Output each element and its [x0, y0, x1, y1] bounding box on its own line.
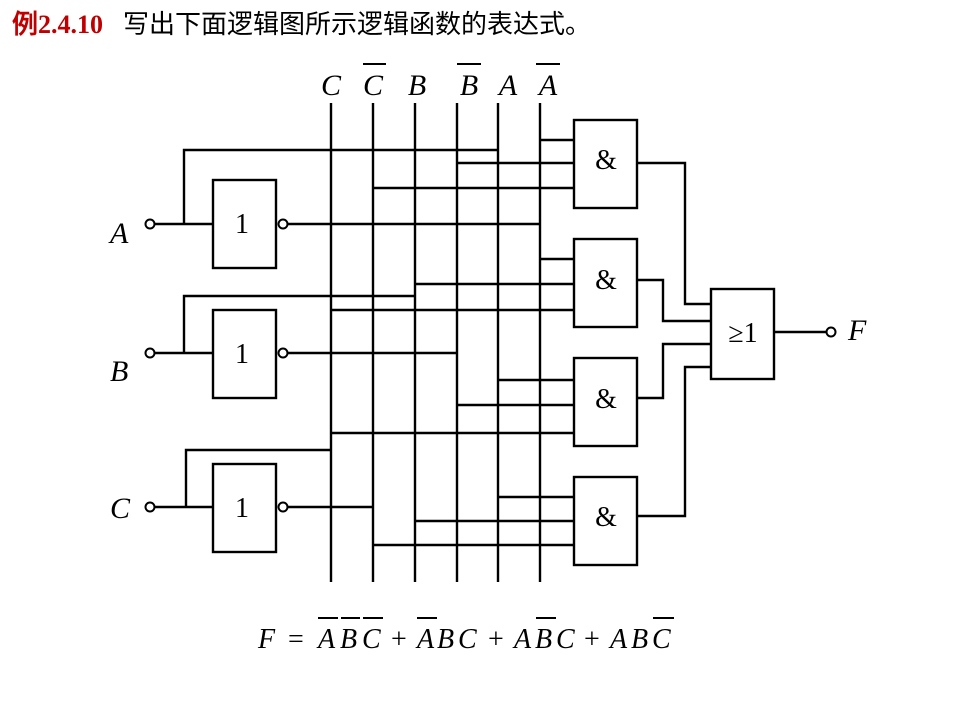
and-gate-4-symbol: & — [595, 502, 617, 533]
not-a-bubble — [277, 218, 289, 230]
not-c-bubble — [277, 501, 289, 513]
not-b-bubble — [277, 347, 289, 359]
term2-var: C — [458, 624, 477, 655]
rail-label: A — [497, 69, 518, 102]
term1-var: A — [316, 624, 336, 655]
term3-var: A — [512, 624, 532, 655]
and1-to-or — [637, 161, 711, 306]
term4-var: C — [652, 624, 671, 655]
formula-equals: = — [288, 624, 304, 655]
rail-label: A — [537, 69, 558, 102]
wire-b — [182, 294, 415, 353]
formula-lhs: F — [257, 624, 276, 655]
term4-var: B — [631, 624, 648, 655]
formula-plus: + — [584, 624, 600, 655]
term3-var: C — [556, 624, 575, 655]
term4-var: A — [608, 624, 628, 655]
and-gate-3 — [572, 356, 639, 448]
not-gate-c-symbol: 1 — [235, 493, 249, 524]
wire-c — [184, 448, 331, 507]
input-label-c: C — [110, 492, 131, 525]
term2-var: A — [415, 624, 435, 655]
not-gate-a-symbol: 1 — [235, 209, 249, 240]
term1-var: C — [362, 624, 381, 655]
and3-to-or — [637, 342, 711, 400]
input-a-terminal — [144, 218, 156, 230]
rail-label: C — [363, 69, 384, 102]
input-b-terminal — [144, 347, 156, 359]
rail-labels: C C B B A A — [321, 63, 560, 102]
input-c-terminal — [144, 501, 156, 513]
term3-var: B — [535, 624, 552, 655]
and-gate-3-symbol: & — [595, 384, 617, 415]
term1-var: B — [340, 624, 357, 655]
output-label-f: F — [847, 314, 867, 347]
or-gate-symbol: ≥1 — [728, 318, 757, 349]
term2-var: B — [437, 624, 454, 655]
and4-to-or — [637, 365, 711, 518]
not-gate-c — [211, 462, 278, 554]
formula: F = A B C + A B C + A B C + A B C — [257, 617, 674, 655]
not-gate-a — [211, 178, 278, 270]
or-gate — [709, 287, 776, 381]
output-terminal — [825, 326, 837, 338]
and2-to-or — [637, 278, 711, 323]
formula-plus: + — [391, 624, 407, 655]
rail-label: B — [408, 69, 426, 102]
input-label-a: A — [108, 217, 129, 250]
not-gate-b-symbol: 1 — [235, 339, 249, 370]
not-gate-b — [211, 308, 278, 400]
wire-a — [182, 148, 498, 224]
slide-title: 例2.4.10 写出下面逻辑图所示逻辑函数的表达式。 — [12, 8, 591, 42]
and-gate-2-symbol: & — [595, 265, 617, 296]
example-number: 例2.4.10 — [12, 10, 104, 39]
rail-label: C — [321, 69, 342, 102]
rail-label: B — [460, 69, 478, 102]
input-label-b: B — [110, 355, 128, 388]
question-text: 写出下面逻辑图所示逻辑函数的表达式。 — [123, 10, 592, 39]
formula-plus: + — [488, 624, 504, 655]
and-gate-1-symbol: & — [595, 145, 617, 176]
